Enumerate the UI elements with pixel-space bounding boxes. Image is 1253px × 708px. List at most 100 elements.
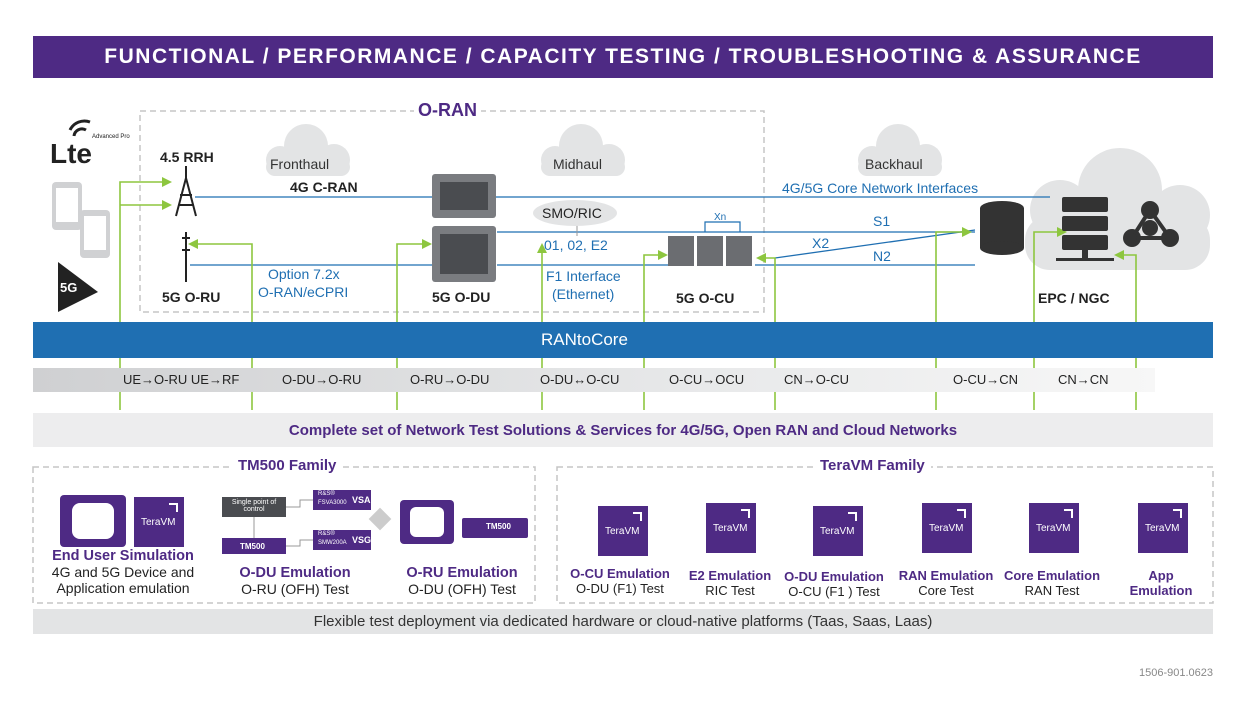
product-odu-emulation-tvm: O-DU Emulation O-CU (F1 ) Test <box>774 569 894 599</box>
midhaul-label: Midhaul <box>553 156 603 172</box>
product-desc: O-DU (F1) Test <box>576 581 664 596</box>
cloud-core <box>1025 148 1210 270</box>
product-core-emulation: Core Emulation RAN Test <box>992 568 1112 598</box>
teravm-tag: TeraVM <box>1145 523 1180 534</box>
option-label-1: Option 7.2x <box>268 266 340 282</box>
product-desc: Application emulation <box>56 580 190 596</box>
f1-label-2: (Ethernet) <box>552 286 615 302</box>
ran-to-core-label: RANtoCore <box>541 330 628 349</box>
ran-to-core-bar <box>33 322 1213 358</box>
segment-2: O-DU→O-RU <box>282 372 362 387</box>
f1-label-1: F1 Interface <box>546 268 621 284</box>
product-desc: RAN Test <box>1024 583 1080 598</box>
doc-code: 1506-901.0623 <box>1138 667 1213 679</box>
core-interfaces-label: 4G/5G Core Network Interfaces <box>782 180 979 196</box>
option-label-2: O-RAN/eCPRI <box>258 284 349 300</box>
product-ran-emulation: RAN Emulation Core Test <box>886 568 1006 598</box>
ocu-server-icon <box>668 221 752 266</box>
rs-label-1: R&S® <box>318 491 335 497</box>
vsg-label: VSG <box>352 535 372 545</box>
single-point-label: Single point of control <box>231 499 277 513</box>
teravm-family-title: TeraVM Family <box>814 457 931 474</box>
teravm-tag: TeraVM <box>141 517 176 528</box>
5g-badge-label: 5G <box>60 280 78 295</box>
fsva-label: FSVA3000 <box>318 500 347 506</box>
complete-set-bar: Complete set of Network Test Solutions &… <box>33 413 1213 447</box>
segment-6: CN→O-CU <box>784 372 849 387</box>
xn-label: Xn <box>714 212 727 223</box>
oru-antenna-icon <box>182 232 190 282</box>
teravm-tag: TeraVM <box>1036 523 1071 534</box>
e2-label: 01, 02, E2 <box>544 237 608 253</box>
segment-bar <box>33 368 1155 392</box>
smo-ric-bubble <box>533 200 617 226</box>
x2-label: X2 <box>812 235 830 251</box>
product-desc: O-CU (F1 ) Test <box>788 584 880 599</box>
core-label: EPC / NGC <box>1038 290 1110 306</box>
smw-label: SMW200A <box>318 540 347 546</box>
teravm-logo-badge: TeraVM <box>1029 503 1079 553</box>
tm500-tag-2: TM500 <box>486 522 511 531</box>
product-heading: O-DU Emulation <box>239 565 351 581</box>
segment-8: CN→CN <box>1058 372 1109 387</box>
green-line-ocu-l <box>643 254 664 410</box>
cloud-fronthaul <box>266 124 350 176</box>
product-ocu-emulation: O-CU Emulation O-DU (F1) Test <box>560 566 680 596</box>
product-desc: Core Test <box>918 583 974 598</box>
teravm-logo-badge: TeraVM <box>598 506 648 556</box>
cloud-backhaul <box>858 124 942 176</box>
smo-ric-label: SMO/RIC <box>542 205 602 221</box>
teravm-tag: TeraVM <box>713 523 748 534</box>
product-desc: RIC Test <box>705 583 755 598</box>
product-heading: App Emulation <box>1129 568 1193 598</box>
segment-3: O-RU→O-DU <box>410 372 490 387</box>
n2-label: N2 <box>873 248 891 264</box>
product-oru-emulation: O-RU Emulation O-DU (OFH) Test <box>387 565 537 597</box>
database-icon <box>980 201 1024 255</box>
page-banner: FUNCTIONAL / PERFORMANCE / CAPACITY TEST… <box>33 36 1213 78</box>
tm500-tag-1: TM500 <box>240 542 265 551</box>
product-heading: E2 Emulation <box>688 568 772 583</box>
lte-advanced-pro: Advanced Pro <box>92 134 130 140</box>
s1-label: S1 <box>873 213 891 229</box>
product-heading: End User Simulation <box>52 548 194 564</box>
product-heading: O-CU Emulation <box>570 566 670 581</box>
backhaul-label: Backhaul <box>865 156 923 172</box>
teravm-logo-badge: TeraVM <box>813 506 863 556</box>
vsa-label: VSA <box>352 495 371 505</box>
rrh-tower-icon <box>175 166 197 217</box>
phones-icon <box>52 182 110 258</box>
product-desc: 4G and 5G Device and <box>51 564 195 580</box>
teravm-frame <box>556 466 1214 604</box>
rs-label-2: R&S® <box>318 531 335 537</box>
product-heading: O-DU Emulation <box>784 569 884 584</box>
server-stack-icon <box>1056 197 1114 261</box>
lte-logo: Lte <box>50 138 92 169</box>
tm500-device-icon-1 <box>60 495 126 547</box>
ocu-label: 5G O-CU <box>676 290 735 306</box>
link-x2 <box>774 229 976 259</box>
wifi-lte-icon <box>68 119 91 137</box>
teravm-tag: TeraVM <box>605 526 640 537</box>
product-end-user-sim: End User Simulation 4G and 5G Device and… <box>38 548 208 596</box>
segment-5: O-CU→OCU <box>669 372 745 387</box>
segment-4: O-DU↔O-CU <box>540 372 620 387</box>
teravm-tag: TeraVM <box>929 523 964 534</box>
product-heading: RAN Emulation <box>898 568 994 583</box>
segment-1: UE→O-RU UE→RF <box>123 372 240 387</box>
teravm-logo-badge: TeraVM <box>706 503 756 553</box>
rrh-label: 4.5 RRH <box>160 149 214 165</box>
flexible-deployment-bar: Flexible test deployment via dedicated h… <box>33 609 1213 634</box>
product-e2-emulation: E2 Emulation RIC Test <box>670 568 790 598</box>
product-heading: Core Emulation <box>1003 568 1101 583</box>
product-app-emulation: App Emulation <box>1121 568 1201 598</box>
teravm-logo-badge: TeraVM <box>1138 503 1188 553</box>
cloud-midhaul <box>541 124 625 176</box>
fronthaul-label: Fronthaul <box>270 156 330 172</box>
oran-title: O-RAN <box>414 100 481 121</box>
network-node-icon <box>1123 201 1179 247</box>
tm500-device-icon-2 <box>400 500 528 544</box>
odu-server-icon <box>432 174 496 282</box>
odu-label: 5G O-DU <box>432 289 491 305</box>
5g-badge-icon <box>58 262 98 312</box>
